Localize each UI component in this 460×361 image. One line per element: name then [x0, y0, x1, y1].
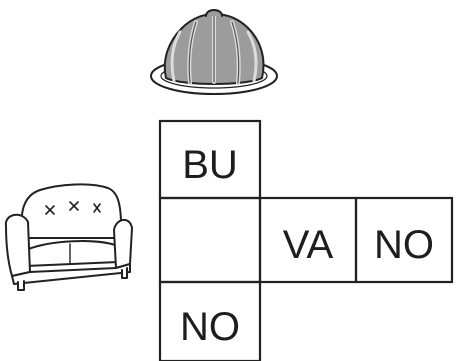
cell-top-text: BU	[182, 143, 238, 187]
cell-middle-left	[160, 198, 260, 282]
cell-bottom-text: NO	[180, 305, 240, 349]
sofa-icon	[6, 184, 132, 290]
cell-middle-right-text: NO	[374, 223, 434, 267]
cell-middle-center-text: VA	[283, 223, 334, 267]
jelly-pudding-icon	[151, 10, 277, 94]
